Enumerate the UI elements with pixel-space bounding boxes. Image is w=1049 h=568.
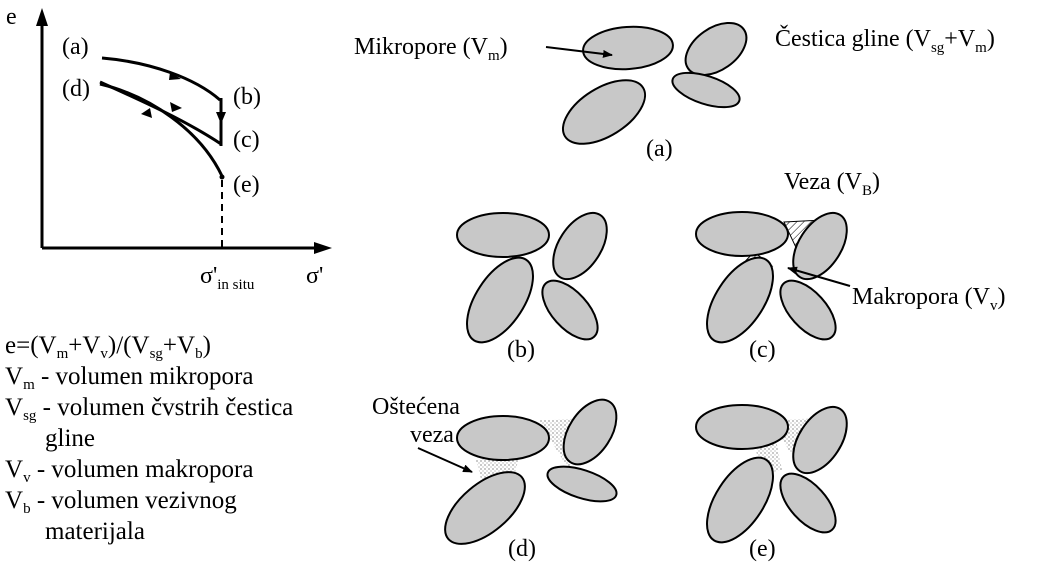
point-label-c: (c): [233, 127, 260, 153]
legend-item-vsg-cont: gline: [45, 425, 95, 452]
panel-a: [561, 21, 748, 145]
point-e-marker: [219, 174, 225, 180]
clay-particle: [706, 256, 774, 344]
x-axis-arrow-icon: [314, 242, 332, 254]
ostecena-arrow: [417, 447, 473, 473]
clay-particle: [792, 211, 848, 281]
cestica-gline-label: Čestica gline (Vsg+Vm): [775, 25, 995, 56]
clay-particle: [792, 405, 848, 475]
makropora-arrow: [787, 266, 851, 287]
insitu-tick-label: σ'in situ: [200, 263, 255, 293]
clay-particle: [684, 21, 748, 77]
clay-particle: [456, 212, 550, 258]
veza-label: Veza (VB): [784, 169, 880, 199]
clay-particle: [695, 404, 789, 450]
point-label-e: (e): [233, 172, 260, 198]
clay-particle: [706, 456, 774, 544]
clay-particle: [582, 25, 674, 71]
drop-arrow-icon: [216, 112, 226, 124]
mikropore-label: Mikropore (Vm): [354, 34, 508, 64]
x-axis-label: σ': [306, 263, 323, 289]
legend-item-vsg: Vsg - volumen čvstrih čestica: [5, 394, 294, 424]
panel-e: [695, 404, 848, 544]
mikropore-arrow: [545, 46, 613, 58]
clay-particle: [552, 211, 608, 281]
panel-label-a: (a): [646, 136, 673, 162]
panel-label-c: (c): [749, 337, 776, 363]
clay-particle: [444, 471, 526, 545]
panel-c: [695, 211, 848, 344]
clay-particle: [695, 211, 789, 257]
clay-particle: [562, 398, 618, 466]
reloading-curve-d-e: [99, 82, 224, 177]
unloading-curve-c-d: [99, 80, 222, 146]
clay-particle: [456, 415, 550, 461]
void-ratio-formula: e=(Vm+Vv)/(Vsg+Vb): [5, 332, 211, 362]
legend-item-vb: Vb - volumen vezivnog: [5, 487, 237, 517]
point-label-a: (a): [62, 34, 89, 60]
legend-item-vm: Vm - volumen mikropora: [5, 363, 254, 393]
curve-arrow-icon: [141, 108, 152, 118]
clay-particle: [541, 279, 599, 341]
clay-particle: [546, 465, 618, 503]
panel-label-b: (b): [507, 337, 535, 363]
e-sigma-graph: e σ' σ'in situ (a) (b) (c) (d) (e): [6, 4, 332, 293]
legend: e=(Vm+Vv)/(Vsg+Vb) Vm - volumen mikropor…: [5, 330, 293, 547]
panel-b: [456, 211, 608, 344]
point-label-d: (d): [62, 76, 90, 102]
panel-label-d: (d): [508, 536, 536, 562]
panel-label-e: (e): [749, 536, 776, 562]
clay-particle: [561, 79, 647, 145]
curve-arrow-icon: [170, 102, 182, 112]
loading-curve-a-b: [101, 56, 221, 102]
clay-particle: [779, 472, 837, 534]
legend-item-vb-cont: materijala: [45, 518, 145, 545]
ostecena-label: Oštećena: [372, 394, 460, 420]
makropora-label: Makropora (Vv): [852, 284, 1005, 314]
legend-item-vv: Vv - volumen makropora: [5, 456, 254, 486]
curve-arrow-icon: [169, 72, 181, 80]
clay-particle: [671, 71, 741, 109]
ostecena-label-line2: veza: [410, 422, 454, 448]
clay-particle: [779, 279, 837, 341]
y-axis-arrow-icon: [36, 8, 48, 26]
panel-d: [444, 398, 618, 545]
point-label-b: (b): [233, 84, 261, 110]
clay-particle: [466, 256, 534, 344]
y-axis-label: e: [6, 4, 17, 30]
